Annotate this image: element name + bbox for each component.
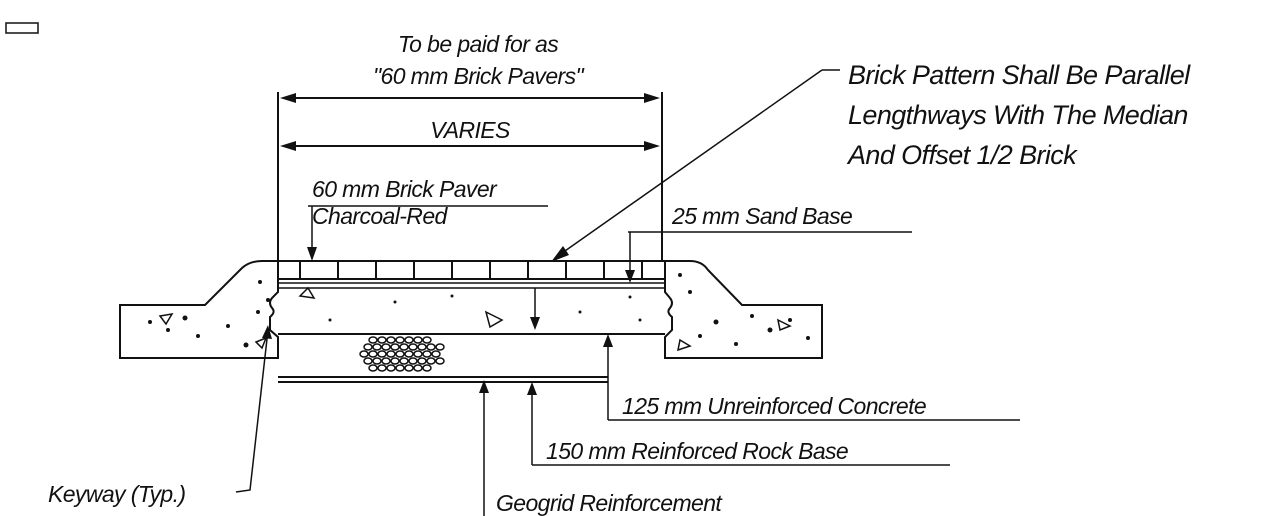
gravel-stone [395, 364, 405, 372]
gravel-stone [368, 364, 378, 372]
corner-marker [5, 22, 39, 34]
gravel-stone [404, 364, 414, 372]
pay-dimension-line [277, 92, 663, 262]
concrete-slab [278, 286, 665, 335]
paver-label-line1: 60 mm Brick Paver [312, 176, 498, 202]
right-curb [664, 260, 823, 359]
gravel-stone [408, 343, 418, 351]
gravel-stone [426, 357, 436, 365]
gravel-stone [431, 350, 441, 358]
keyway-label: Keyway (Typ.) [48, 481, 185, 507]
gravel-stone [363, 357, 373, 365]
gravel-stone [413, 364, 423, 372]
gravel-stone [381, 343, 391, 351]
paver-leader [307, 205, 548, 261]
gravel-stone [426, 343, 436, 351]
curb-aggregate [148, 273, 810, 352]
gravel-stone [417, 343, 427, 351]
pattern-note-line1: Brick Pattern Shall Be Parallel [848, 60, 1191, 90]
brick-pattern-leader [551, 69, 840, 262]
gravel-stone [399, 343, 409, 351]
gravel-stone [399, 357, 409, 365]
sand-base-label: 25 mm Sand Base [671, 203, 852, 229]
gravel-stone [377, 336, 387, 344]
gravel-stone [417, 357, 427, 365]
gravel-stone [381, 357, 391, 365]
rock-base-label: 150 mm Reinforced Rock Base [546, 438, 848, 464]
gravel-stone [413, 336, 423, 344]
gravel-stone [377, 350, 387, 358]
concrete-label: 125 mm Unreinforced Concrete [622, 393, 926, 419]
gravel-stone [390, 343, 400, 351]
pay-label-line1: To be paid for as [398, 31, 559, 57]
sand-base-layer [278, 282, 665, 289]
gravel-stone [359, 350, 369, 358]
varies-dimension-line [280, 141, 660, 151]
rock-base-gravel [359, 336, 445, 372]
geogrid-layer [278, 376, 608, 383]
gravel-stone [386, 336, 396, 344]
gravel-stone [422, 336, 432, 344]
gravel-stone [390, 357, 400, 365]
sand-leader [625, 231, 912, 283]
pattern-note-line2: Lengthways With The Median [848, 100, 1188, 130]
gravel-stone [386, 350, 396, 358]
gravel-stone [435, 343, 445, 351]
gravel-stone [422, 350, 432, 358]
pay-label-line2: "60 mm Brick Pavers" [373, 63, 586, 89]
left-curb [119, 260, 279, 359]
gravel-stone [372, 357, 382, 365]
gravel-stone [377, 364, 387, 372]
brick-paver-course [278, 260, 665, 280]
gravel-stone [395, 336, 405, 344]
gravel-stone [435, 357, 445, 365]
gravel-stone [386, 364, 396, 372]
pattern-note-line3: And Offset 1/2 Brick [846, 140, 1078, 170]
gravel-stone [404, 336, 414, 344]
geogrid-label: Geogrid Reinforcement [496, 490, 723, 516]
gravel-stone [368, 336, 378, 344]
gravel-stone [404, 350, 414, 358]
gravel-stone [372, 343, 382, 351]
geogrid-leader [479, 380, 489, 516]
gravel-stone [408, 357, 418, 365]
gravel-stone [363, 343, 373, 351]
width-label: VARIES [430, 117, 511, 143]
paver-label-line2: Charcoal-Red [312, 203, 449, 229]
gravel-stone [413, 350, 423, 358]
keyway-leader [235, 325, 272, 493]
gravel-stone [422, 364, 432, 372]
concrete-leader [603, 334, 1020, 421]
rock-leader [527, 288, 950, 466]
gravel-stone [395, 350, 405, 358]
gravel-stone [368, 350, 378, 358]
